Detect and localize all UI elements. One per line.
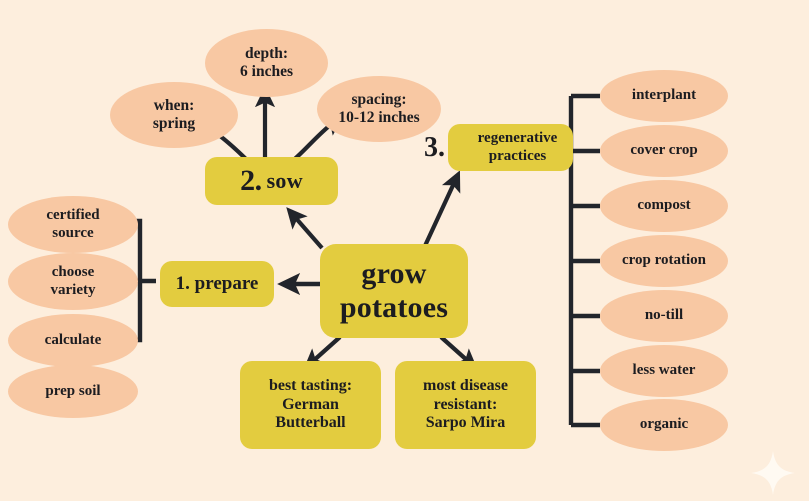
sow-item-depth[interactable]: depth: 6 inches [205, 29, 328, 97]
sow-item-when[interactable]: when: spring [110, 82, 238, 148]
regenerative-item-1-label: cover crop [630, 142, 698, 159]
arrow-center-to-sow [286, 207, 324, 250]
prepare-item-calculate[interactable]: calculate [8, 314, 138, 367]
step-prepare-label: 1. prepare [175, 273, 259, 295]
step-sow-node[interactable]: 2. sow [205, 157, 338, 205]
sow-item-spacing-line2: 10-12 inches [338, 109, 420, 126]
regenerative-item-2-label: compost [637, 197, 691, 214]
regenerative-item-interplant[interactable]: interplant [600, 70, 728, 122]
regenerative-item-no-till[interactable]: no-till [600, 290, 728, 342]
central-node-line2: potatoes [339, 291, 449, 324]
regenerative-item-0-label: interplant [631, 87, 697, 104]
step-regenerative-node[interactable]: regenerative practices 3. [424, 124, 574, 171]
regenerative-item-cover-crop[interactable]: cover crop [600, 125, 728, 177]
prepare-item-0-line2: source [52, 224, 94, 241]
sow-item-when-line1: when: [153, 97, 195, 115]
variety-tip-0-line1: best tasting: [268, 377, 353, 395]
arrow-center-to-disease-resistant [439, 335, 478, 370]
step-regenerative-number: 3. [424, 131, 445, 163]
sow-item-spacing-line1: spacing: [351, 91, 407, 109]
regenerative-item-less-water[interactable]: less water [600, 345, 728, 397]
variety-tip-1-line3: Sarpo Mira [425, 414, 506, 432]
variety-tip-disease-resistant[interactable]: most disease resistant: Sarpo Mira [395, 361, 536, 449]
step-sow-number: 2. [240, 164, 262, 197]
regenerative-item-6-label: organic [639, 416, 689, 433]
prepare-item-prep-soil[interactable]: prep soil [8, 365, 138, 418]
variety-tip-1-line2: resistant: [433, 395, 498, 413]
arrow-center-to-best-tasting [303, 335, 342, 370]
regenerative-item-3-label: crop rotation [621, 252, 707, 269]
variety-tip-0-line2: German [282, 395, 339, 413]
central-node[interactable]: grow potatoes [320, 244, 468, 338]
step-regenerative-text: regenerative practices [464, 130, 558, 165]
sow-item-depth-line2: 6 inches [240, 63, 293, 80]
central-node-line1: grow [361, 256, 427, 290]
step-regenerative-line1: regenerative [477, 130, 558, 147]
variety-tip-best-tasting[interactable]: best tasting: German Butterball [240, 361, 381, 449]
step-prepare-node[interactable]: 1. prepare [160, 261, 274, 307]
sow-item-when-line2: spring [152, 115, 196, 132]
prepare-item-2-line1: calculate [44, 331, 102, 348]
prepare-item-certified-source[interactable]: certified source [8, 196, 138, 253]
prepare-item-choose-variety[interactable]: choose variety [8, 253, 138, 310]
arrow-center-to-regenerative [422, 170, 461, 249]
step-regenerative-box: regenerative practices [448, 124, 573, 171]
sow-item-spacing[interactable]: spacing: 10-12 inches [317, 76, 441, 142]
prepare-item-1-line2: variety [50, 281, 96, 298]
regenerative-item-crop-rotation[interactable]: crop rotation [600, 235, 728, 287]
prepare-item-3-line1: prep soil [45, 382, 101, 399]
sow-item-depth-line1: depth: [244, 45, 289, 63]
regenerative-item-compost[interactable]: compost [600, 180, 728, 232]
prepare-item-0-line1: certified [46, 207, 100, 224]
regenerative-item-5-label: less water [632, 362, 696, 379]
regenerative-item-organic[interactable]: organic [600, 399, 728, 451]
sparkle-icon [751, 451, 795, 495]
step-regenerative-line2: practices [488, 147, 547, 164]
prepare-item-1-line1: choose [51, 264, 95, 281]
regenerative-item-4-label: no-till [644, 307, 684, 324]
variety-tip-1-line1: most disease [423, 377, 508, 395]
variety-tip-0-line3: Butterball [275, 414, 346, 432]
step-sow-label: sow [266, 168, 303, 194]
